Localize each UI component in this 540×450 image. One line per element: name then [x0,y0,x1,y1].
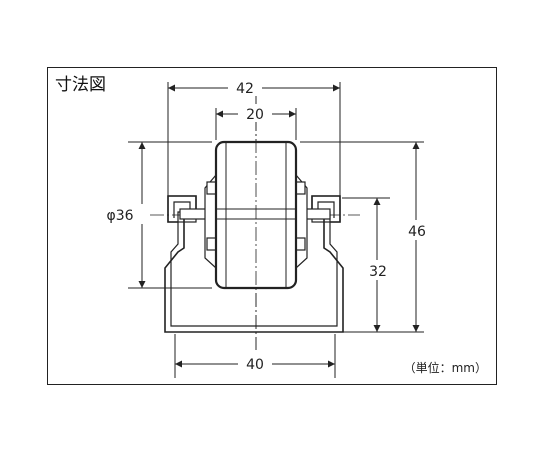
dim-bg-height-total [400,220,434,240]
dim-bg-diameter [100,204,148,224]
unit-note: （単位：mm） [404,360,487,375]
dim-bg-wheel-width [238,104,272,122]
diagram-frame [47,67,497,385]
dim-label-diameter: φ36 [106,208,133,224]
dim-label-bottom-width: 40 [246,357,264,373]
dim-label-height-rail: 32 [369,264,387,280]
rail-inner [170,201,338,327]
dim-label-height-total: 46 [408,224,426,240]
dim-bg-height-rail [361,260,395,280]
dim-label-wheel-width: 20 [246,107,264,123]
dim-label-top-width: 42 [236,81,254,97]
wheel-hubs [204,173,308,270]
dim-bg-top-width [228,78,262,96]
dim-bg-bottom-width [238,354,272,372]
diagram-title: 寸法図 [55,75,106,95]
